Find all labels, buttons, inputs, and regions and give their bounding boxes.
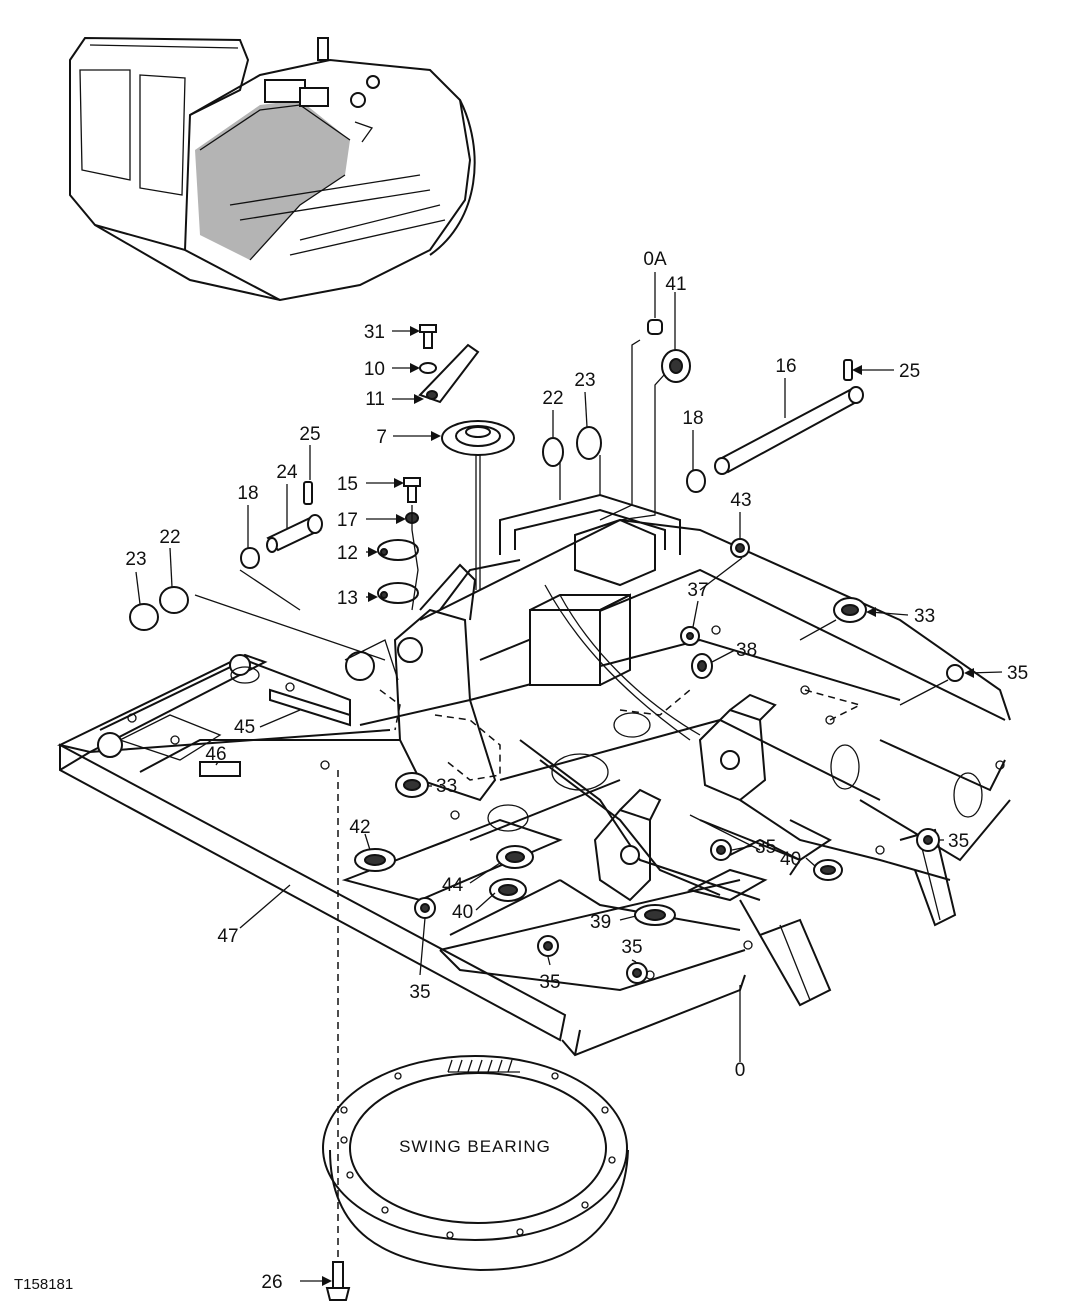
callout-15: 15 <box>337 474 358 495</box>
callout-17: 17 <box>337 510 358 531</box>
part-18-ring-left <box>240 547 260 570</box>
part-16-pin <box>714 386 864 475</box>
swing-bearing-label: SWING BEARING <box>399 1137 551 1156</box>
part-33-grommet-center <box>395 772 429 798</box>
callout-12: 12 <box>337 543 358 564</box>
callout-18-upper: 18 <box>682 408 703 429</box>
callout-43: 43 <box>730 490 751 511</box>
part-42-cushion <box>354 848 396 872</box>
callout-39: 39 <box>590 912 611 933</box>
callout-25-right: 25 <box>899 361 920 382</box>
callout-labels: 31 10 11 7 0A 41 16 25 22 23 18 25 24 18… <box>125 249 1028 1293</box>
part-25-pin-right <box>843 359 853 381</box>
part-23-washer-upper <box>576 426 602 460</box>
part-45-stopper <box>269 688 351 727</box>
excavator-locator-inset <box>69 36 476 302</box>
part-13-plate <box>377 505 419 611</box>
part-7-grommet <box>441 420 515 590</box>
part-35-mount-f <box>626 962 648 984</box>
part-31-bolt <box>419 324 437 349</box>
part-25-pin-left <box>303 481 313 505</box>
bolt-26-assembly <box>325 770 351 1301</box>
callout-42: 42 <box>349 817 370 838</box>
callout-33-center: 33 <box>436 776 457 797</box>
callout-46: 46 <box>205 744 226 765</box>
part-38-cushion <box>691 653 713 679</box>
part-35-mount-e <box>537 935 559 957</box>
callout-41: 41 <box>665 274 686 295</box>
part-11-plate <box>418 343 480 404</box>
figure-id: T158181 <box>14 1276 73 1293</box>
part-40-cushion-b <box>813 859 843 881</box>
part-44-cushion <box>496 845 534 869</box>
callout-13: 13 <box>337 588 358 609</box>
callout-35-f: 35 <box>621 937 642 958</box>
part-0a-plug <box>599 319 663 521</box>
callout-37: 37 <box>687 580 708 601</box>
part-43-nut <box>730 538 750 558</box>
callout-35-d: 35 <box>409 982 430 1003</box>
callout-35-a: 35 <box>1007 663 1028 684</box>
callout-11: 11 <box>365 389 385 410</box>
callout-10: 10 <box>364 359 385 380</box>
leader-lines <box>135 272 1003 1286</box>
part-35-mount-c <box>710 839 732 861</box>
part-35-mount-d <box>414 897 436 919</box>
callout-23-upper: 23 <box>574 370 595 391</box>
callout-23-left: 23 <box>125 549 146 570</box>
callout-35-e: 35 <box>539 972 560 993</box>
part-35-mount-a <box>946 664 964 682</box>
part-12-plate <box>377 539 419 561</box>
swing-bearing: SWING BEARING <box>322 1055 629 1271</box>
callout-35-c: 35 <box>755 837 776 858</box>
callout-33-right: 33 <box>914 606 935 627</box>
callout-45: 45 <box>234 717 255 738</box>
callout-25-left: 25 <box>299 424 320 445</box>
part-33-grommet-right <box>833 597 867 623</box>
part-39-cushion <box>634 904 676 926</box>
part-15-bolt <box>403 477 421 503</box>
callout-24: 24 <box>276 462 298 483</box>
callout-0: 0 <box>735 1060 746 1081</box>
part-22-washer-upper <box>542 437 564 467</box>
part-23-washer-left <box>129 603 159 631</box>
main-frame <box>57 493 1011 1057</box>
callout-47: 47 <box>217 926 238 947</box>
part-22-washer-left <box>159 586 189 614</box>
part-24-pin-left <box>266 514 323 553</box>
callout-16: 16 <box>775 356 796 377</box>
callout-7: 7 <box>376 427 387 448</box>
callout-26: 26 <box>261 1272 282 1293</box>
callout-22-left: 22 <box>159 527 180 548</box>
part-37-cushion <box>680 626 700 646</box>
callout-40-b: 40 <box>780 849 801 870</box>
callout-38: 38 <box>736 640 757 661</box>
callout-40-a: 40 <box>452 902 473 923</box>
part-41-grommet <box>619 349 691 521</box>
part-35-mount-b <box>916 828 940 852</box>
part-40-cushion-a <box>489 878 527 902</box>
callout-35-b: 35 <box>948 831 969 852</box>
callout-44: 44 <box>442 875 464 896</box>
callout-31: 31 <box>364 322 385 343</box>
callout-0a: 0A <box>643 249 667 270</box>
callout-22-upper: 22 <box>542 388 563 409</box>
part-10-washer <box>419 362 437 374</box>
part-46-block <box>199 761 241 777</box>
part-18-ring-upper <box>686 469 706 494</box>
callout-18-left: 18 <box>237 483 258 504</box>
